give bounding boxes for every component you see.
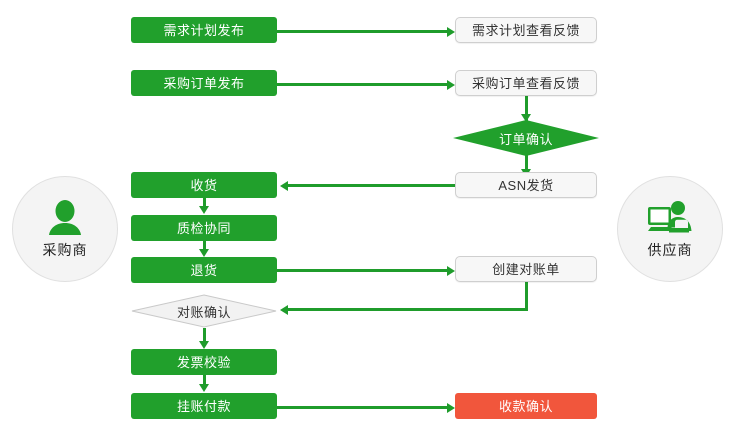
edge-arrowhead-invoice xyxy=(199,341,209,349)
node-label: ASN发货 xyxy=(498,177,554,193)
edge-arrowhead-statement-confirm xyxy=(280,304,288,315)
edge-arrowhead-demand-plan xyxy=(447,26,455,37)
edge-quality-to-return xyxy=(202,240,206,252)
actor-label: 供应商 xyxy=(647,242,693,258)
node-receive-goods[interactable]: 收货 xyxy=(131,172,277,198)
actor-label: 采购商 xyxy=(42,242,88,258)
edge-arrowhead-po xyxy=(447,79,455,90)
node-demand-plan-publish[interactable]: 需求计划发布 xyxy=(131,17,277,43)
node-po-publish[interactable]: 采购订单发布 xyxy=(131,70,277,96)
node-demand-plan-feedback[interactable]: 需求计划查看反馈 xyxy=(455,17,597,43)
node-return-goods[interactable]: 退货 xyxy=(131,257,277,283)
edge-create-statement-to-statement-confirm xyxy=(288,308,527,311)
user-at-computer-icon xyxy=(647,198,693,238)
edge-demand-plan-publish-to-feedback xyxy=(277,30,450,33)
edge-accrued-payment-to-receipt-confirm xyxy=(277,406,450,409)
edge-order-confirm-to-asn xyxy=(524,155,528,177)
node-label: 采购订单发布 xyxy=(163,75,245,91)
node-label: 退货 xyxy=(190,262,218,278)
node-label: 收款确认 xyxy=(498,398,553,414)
edge-po-publish-to-feedback xyxy=(277,83,450,86)
edge-asn-to-receive xyxy=(288,184,455,187)
edge-arrowhead-accrued-payment xyxy=(199,384,209,392)
edge-receive-to-quality xyxy=(202,197,206,209)
node-label: 订单确认 xyxy=(498,131,553,147)
node-label: 创建对账单 xyxy=(492,261,560,277)
node-asn-shipment[interactable]: ASN发货 xyxy=(455,172,597,198)
node-label: 收货 xyxy=(190,177,218,193)
node-receipt-confirm[interactable]: 收款确认 xyxy=(455,393,597,419)
node-label: 需求计划查看反馈 xyxy=(471,22,580,38)
node-label: 需求计划发布 xyxy=(163,22,245,38)
node-statement-confirm[interactable]: 对账确认 xyxy=(131,294,277,328)
edge-arrowhead-quality xyxy=(199,206,209,214)
edge-arrowhead-receipt-confirm xyxy=(447,402,455,413)
edge-arrowhead-return xyxy=(199,249,209,257)
user-avatar-icon xyxy=(42,198,88,238)
node-label: 发票校验 xyxy=(176,354,231,370)
node-quality-collaboration[interactable]: 质检协同 xyxy=(131,215,277,241)
actor-buyer[interactable]: 采购商 xyxy=(12,176,118,282)
edge-arrowhead-receive xyxy=(280,180,288,191)
edge-arrowhead-create-statement xyxy=(447,265,455,276)
edge-statement-confirm-to-invoice xyxy=(202,328,206,344)
node-order-confirm[interactable]: 订单确认 xyxy=(453,120,599,156)
edge-arrowhead-order-confirm xyxy=(521,114,531,122)
actor-supplier[interactable]: 供应商 xyxy=(617,176,723,282)
node-label: 挂账付款 xyxy=(176,398,231,414)
node-label: 采购订单查看反馈 xyxy=(471,75,580,91)
node-po-feedback[interactable]: 采购订单查看反馈 xyxy=(455,70,597,96)
node-label: 对账确认 xyxy=(176,304,231,320)
node-invoice-verify[interactable]: 发票校验 xyxy=(131,349,277,375)
node-label: 质检协同 xyxy=(176,220,231,236)
node-create-statement[interactable]: 创建对账单 xyxy=(455,256,597,282)
edge-po-feedback-to-order-confirm xyxy=(524,96,528,121)
node-accrued-payment[interactable]: 挂账付款 xyxy=(131,393,277,419)
edge-return-to-create-statement xyxy=(277,269,450,272)
edge-create-statement-down xyxy=(524,282,528,311)
edge-invoice-to-accrued-payment xyxy=(202,375,206,387)
